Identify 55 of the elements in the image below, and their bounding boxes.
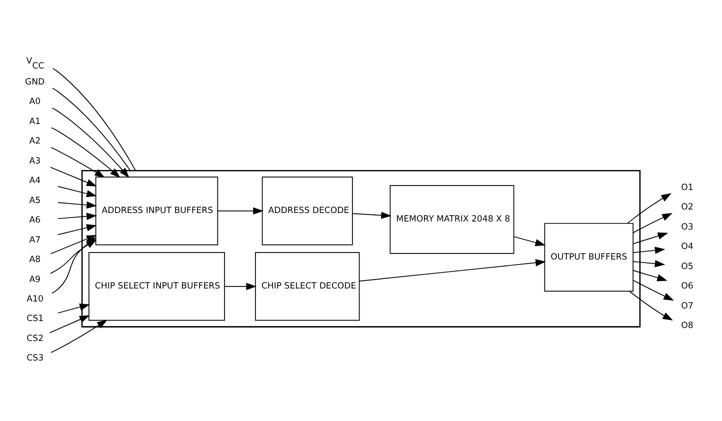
arrow xyxy=(49,315,90,334)
node-box: MEMORY MATRIX 2048 X 8 xyxy=(390,185,514,254)
node-text: A0 xyxy=(29,97,41,108)
arrow xyxy=(52,108,130,178)
arrow xyxy=(632,246,666,254)
arrow xyxy=(632,280,674,301)
node-text: A9 xyxy=(29,274,41,285)
node-text: GND xyxy=(24,77,45,88)
arrow xyxy=(51,127,120,178)
arrow xyxy=(352,212,392,219)
node-text: A3 xyxy=(29,156,41,166)
node-text: CS3 xyxy=(26,354,44,364)
arrow xyxy=(359,259,546,282)
arrow xyxy=(50,147,105,178)
arrow xyxy=(58,212,97,220)
node-box: CHIP SELECT INPUT BUFFERS xyxy=(88,252,225,321)
node-text: A6 xyxy=(29,216,41,226)
node-text: CS2 xyxy=(26,334,44,344)
node-text: O6 xyxy=(681,282,694,292)
arrow xyxy=(632,270,668,282)
node-text: O5 xyxy=(681,262,694,272)
node-text: O4 xyxy=(681,242,694,252)
node-text: A7 xyxy=(29,235,41,246)
node-text: O7 xyxy=(681,301,694,312)
arrow xyxy=(50,166,97,186)
node-text: O3 xyxy=(681,222,694,232)
arrow xyxy=(632,260,666,268)
arrow xyxy=(58,224,97,236)
arrow xyxy=(58,186,97,198)
connector xyxy=(52,68,136,172)
node-text: A1 xyxy=(29,116,41,127)
node-text: A10 xyxy=(26,294,44,304)
node-text: O1 xyxy=(681,182,694,193)
arrow xyxy=(632,213,672,234)
arrow xyxy=(627,193,672,224)
node-text: A5 xyxy=(29,196,41,206)
arrow xyxy=(629,291,674,320)
node-text: A4 xyxy=(29,176,41,186)
arrow xyxy=(224,282,257,290)
node-text: A8 xyxy=(29,255,41,265)
arrow xyxy=(632,232,668,244)
node-text: O2 xyxy=(681,202,694,213)
node-box: ADDRESS DECODE xyxy=(262,176,353,246)
node-text: A2 xyxy=(29,136,41,147)
node-box: OUTPUT BUFFERS xyxy=(544,222,634,292)
node-box: CHIP SELECT DECODE xyxy=(255,252,360,321)
arrow xyxy=(58,201,97,209)
arrow xyxy=(50,320,108,353)
arrow xyxy=(514,236,546,246)
node-box: ADDRESS INPUT BUFFERS xyxy=(95,176,218,246)
connector xyxy=(52,88,131,172)
arrow xyxy=(58,304,90,314)
node-text: O8 xyxy=(681,321,694,332)
node-text: CS1 xyxy=(26,314,44,324)
arrow xyxy=(217,207,264,215)
